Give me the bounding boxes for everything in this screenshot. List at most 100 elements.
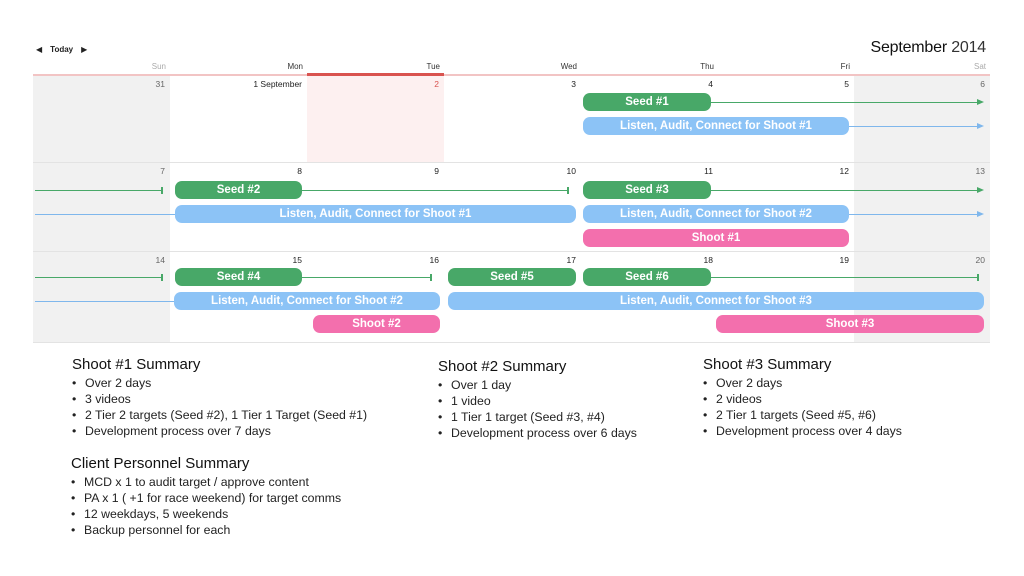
event-bar-blue[interactable]: Listen, Audit, Connect for Shoot #2 [583, 205, 849, 223]
day-number: 12 [839, 166, 849, 176]
weekday-wed: Wed [560, 62, 577, 71]
shoot2-summary-list: Over 1 day 1 video 1 Tier 1 target (Seed… [438, 377, 637, 441]
list-item: 2 videos [703, 391, 902, 407]
list-item: 2 Tier 1 targets (Seed #5, #6) [703, 407, 902, 423]
day-cell[interactable]: 7 [33, 163, 170, 251]
day-cell[interactable]: 31 [33, 76, 170, 162]
day-cell[interactable]: 13 [854, 163, 990, 251]
duration-line [711, 276, 978, 278]
personnel-summary: Client Personnel Summary MCD x 1 to audi… [71, 455, 341, 538]
event-bar-green[interactable]: Seed #1 [583, 93, 711, 111]
arrow-right-icon [977, 186, 984, 193]
list-item: 1 video [438, 393, 637, 409]
continuation-line [35, 189, 162, 191]
event-bar-blue[interactable]: Listen, Audit, Connect for Shoot #3 [448, 292, 984, 310]
line-end-tick [161, 274, 163, 281]
event-bar-pink[interactable]: Shoot #2 [313, 315, 440, 333]
event-bar-green[interactable]: Seed #2 [175, 181, 302, 199]
today-button[interactable]: Today [50, 44, 74, 54]
header-divider [33, 74, 990, 76]
day-number: 5 [844, 79, 849, 89]
shoot1-summary: Shoot #1 Summary Over 2 days 3 videos 2 … [72, 356, 367, 439]
event-bar-green[interactable]: Seed #4 [175, 268, 302, 286]
day-number: 14 [155, 255, 165, 265]
calendar-nav: ◀ Today ▶ [36, 43, 87, 55]
weekday-sun: Sun [151, 62, 166, 71]
duration-line [711, 189, 978, 191]
prev-arrow-icon[interactable]: ◀ [36, 44, 43, 54]
list-item: Development process over 6 days [438, 425, 637, 441]
shoot3-summary-title: Shoot #3 Summary [703, 356, 832, 373]
weekday-mon: Mon [287, 62, 303, 71]
month-title: September 2014 [870, 39, 986, 57]
month-name: September [870, 39, 947, 56]
day-number: 16 [429, 255, 439, 265]
continuation-line [35, 213, 175, 215]
personnel-summary-list: MCD x 1 to audit target / approve conten… [71, 474, 341, 538]
list-item: 12 weekdays, 5 weekends [71, 506, 341, 522]
shoot2-summary-title: Shoot #2 Summary [438, 358, 567, 375]
line-end-tick [567, 187, 569, 194]
list-item: Backup personnel for each [71, 522, 341, 538]
day-number: 20 [975, 255, 985, 265]
list-item: 2 Tier 2 targets (Seed #2), 1 Tier 1 Tar… [72, 407, 367, 423]
line-end-tick [161, 187, 163, 194]
continuation-line [35, 276, 162, 278]
day-number: 3 [571, 79, 576, 89]
day-number: 13 [975, 166, 985, 176]
day-cell[interactable]: 14 [33, 252, 170, 342]
personnel-summary-title: Client Personnel Summary [71, 455, 250, 472]
list-item: Development process over 4 days [703, 423, 902, 439]
arrow-right-icon [977, 98, 984, 105]
duration-line [302, 189, 568, 191]
event-bar-green[interactable]: Seed #3 [583, 181, 711, 199]
line-end-tick [977, 274, 979, 281]
list-item: Over 2 days [703, 375, 902, 391]
line-end-tick [430, 274, 432, 281]
week-divider [33, 251, 990, 252]
shoot1-summary-list: Over 2 days 3 videos 2 Tier 2 targets (S… [72, 375, 367, 439]
week-divider [33, 162, 990, 163]
event-bar-blue[interactable]: Listen, Audit, Connect for Shoot #1 [583, 117, 849, 135]
weekday-sat: Sat [973, 62, 986, 71]
day-number: 10 [566, 166, 576, 176]
day-number: 11 [704, 166, 713, 176]
day-cell[interactable]: 1 September [170, 76, 307, 162]
year: 2014 [951, 39, 986, 56]
event-bar-green[interactable]: Seed #5 [448, 268, 576, 286]
event-bar-green[interactable]: Seed #6 [583, 268, 711, 286]
day-number: 7 [160, 166, 165, 176]
week-divider [33, 342, 990, 343]
list-item: Over 1 day [438, 377, 637, 393]
day-number: 15 [292, 255, 302, 265]
day-number: 4 [708, 79, 713, 89]
duration-line [849, 125, 978, 127]
event-bar-blue[interactable]: Listen, Audit, Connect for Shoot #1 [175, 205, 576, 223]
list-item: Development process over 7 days [72, 423, 367, 439]
day-number: 2 [434, 79, 439, 89]
list-item: Over 2 days [72, 375, 367, 391]
today-marker [307, 73, 444, 76]
day-number: 6 [980, 79, 985, 89]
weekday-thu: Thu [700, 62, 714, 71]
event-bar-pink[interactable]: Shoot #1 [583, 229, 849, 247]
list-item: PA x 1 ( +1 for race weekend) for target… [71, 490, 341, 506]
arrow-right-icon [977, 210, 984, 217]
next-arrow-icon[interactable]: ▶ [81, 44, 88, 54]
event-bar-blue[interactable]: Listen, Audit, Connect for Shoot #2 [174, 292, 440, 310]
day-number: 9 [434, 166, 439, 176]
day-cell[interactable]: 3 [444, 76, 581, 162]
event-bar-pink[interactable]: Shoot #3 [716, 315, 984, 333]
duration-line [849, 213, 978, 215]
duration-line [302, 276, 431, 278]
shoot1-summary-title: Shoot #1 Summary [72, 356, 201, 373]
shoot3-summary: Shoot #3 Summary Over 2 days 2 videos 2 … [703, 356, 902, 439]
day-cell[interactable]: 2 [307, 76, 444, 162]
arrow-right-icon [977, 122, 984, 129]
day-cell[interactable]: 6 [854, 76, 990, 162]
day-number: 17 [566, 255, 576, 265]
continuation-line [35, 300, 174, 302]
duration-line [711, 101, 978, 103]
